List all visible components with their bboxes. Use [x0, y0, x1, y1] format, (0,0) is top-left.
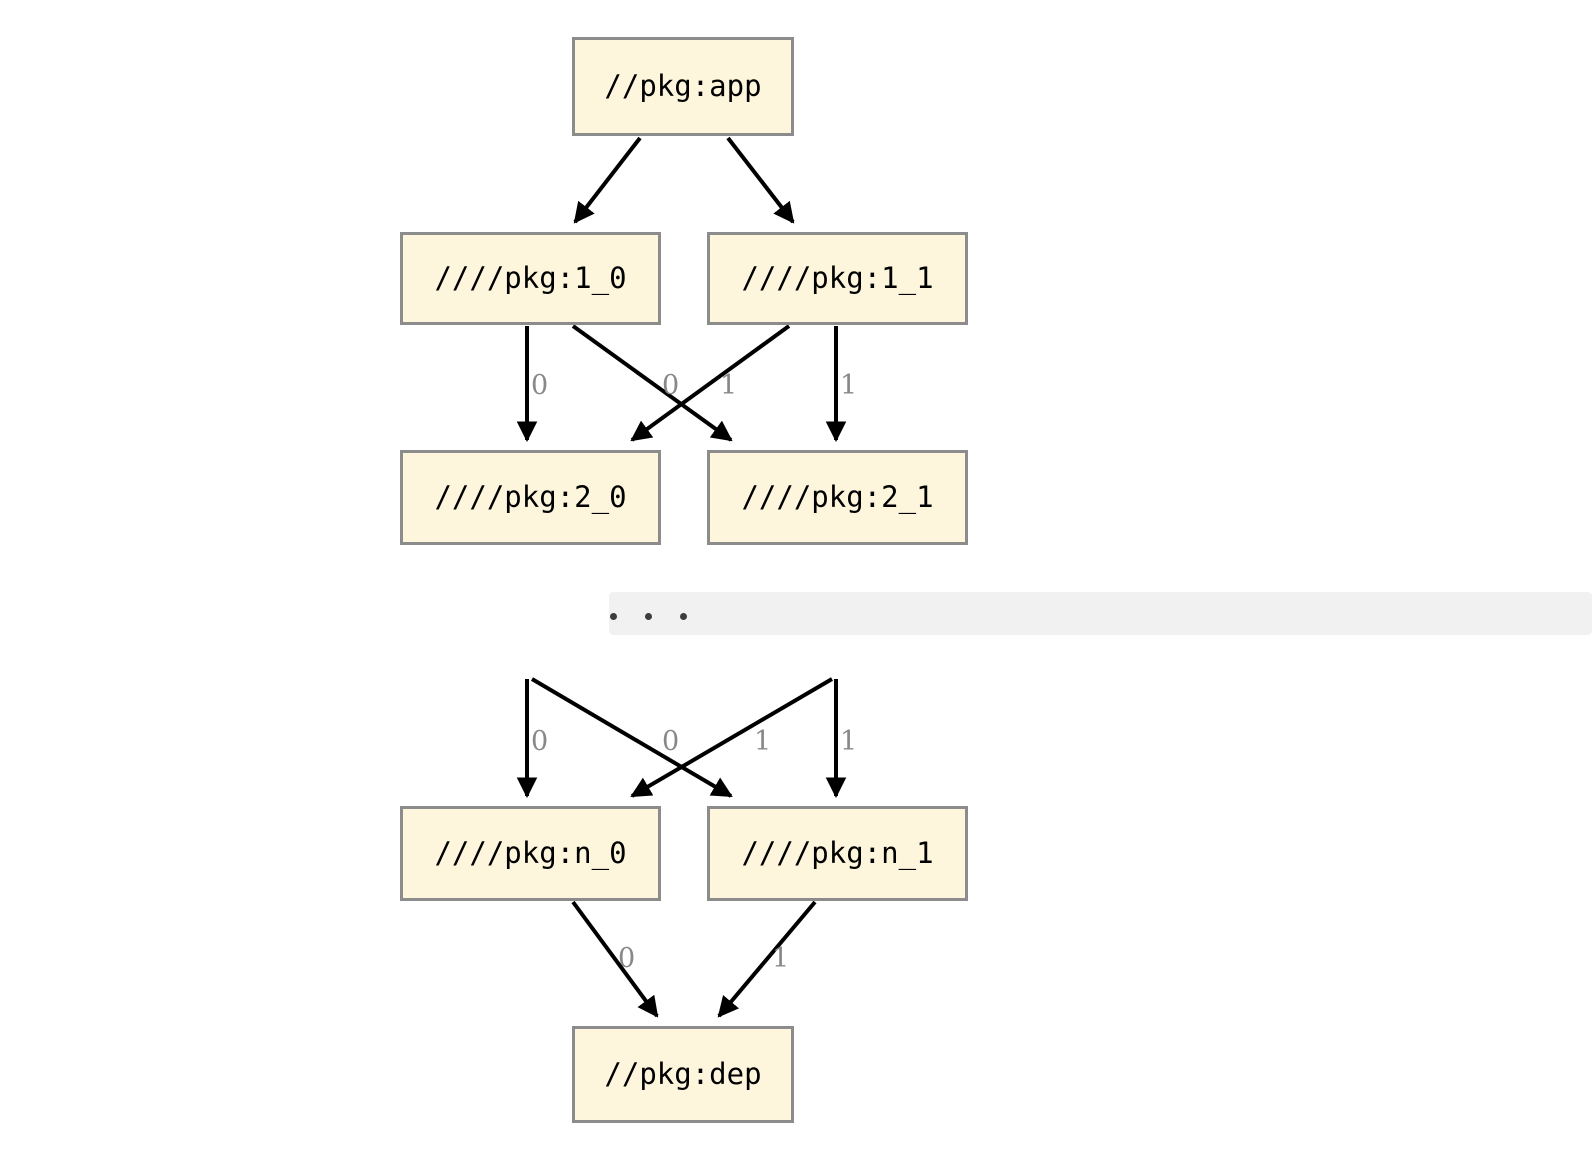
edge-app-to-1_1 — [726, 136, 795, 224]
node-pkg-n_1[interactable]: ////pkg:n_1 — [707, 806, 968, 901]
node-dep[interactable]: //pkg:dep — [572, 1026, 794, 1123]
edge-label-1_0-to-2_1: 0 — [662, 370, 680, 401]
ellipsis-separator-band — [609, 592, 1592, 635]
edge-n_0-to-dep — [571, 900, 659, 1018]
edge-above-cross-to-n_0 — [630, 677, 834, 798]
ellipsis-dot-1 — [610, 613, 617, 620]
node-label-pkg-n_1: ////pkg:n_1 — [741, 836, 934, 870]
ellipsis-dot-2 — [645, 613, 652, 620]
node-pkg-1_0[interactable]: ////pkg:1_0 — [400, 232, 661, 325]
edge-above-cross-to-n_1 — [530, 677, 733, 798]
ellipsis-dot-3 — [680, 613, 687, 620]
edge-label-1_0-to-2_0: 0 — [531, 370, 549, 401]
edge-label-n_0-to-dep: 0 — [618, 943, 636, 974]
edge-label-1_1-to-2_1: 1 — [840, 370, 858, 401]
node-label-pkg-2_1: ////pkg:2_1 — [741, 480, 934, 514]
node-pkg-2_1[interactable]: ////pkg:2_1 — [707, 450, 968, 545]
node-label-pkg-1_1: ////pkg:1_1 — [741, 261, 934, 295]
edge-n_1-to-dep — [717, 900, 817, 1018]
ellipsis-dots — [610, 613, 687, 620]
edge-label-above-to-n_1-cross: 0 — [662, 726, 680, 757]
edge-label-1_1-to-2_0: 1 — [720, 370, 738, 401]
node-label-pkg-1_0: ////pkg:1_0 — [434, 261, 627, 295]
node-label-app: //pkg:app — [604, 69, 762, 103]
edge-1_0-to-2_1 — [571, 324, 733, 442]
edge-app-to-1_0 — [573, 136, 642, 224]
node-label-dep: //pkg:dep — [604, 1057, 762, 1091]
edge-label-above-to-n_1: 1 — [840, 726, 858, 757]
edge-label-n_1-to-dep: 1 — [772, 943, 790, 974]
node-label-pkg-n_0: ////pkg:n_0 — [434, 836, 627, 870]
node-label-pkg-2_0: ////pkg:2_0 — [434, 480, 627, 514]
edge-label-above-to-n_0: 0 — [531, 726, 549, 757]
edge-1_1-to-2_0 — [630, 324, 791, 442]
node-app[interactable]: //pkg:app — [572, 37, 794, 136]
edge-label-above-to-n_0-cross: 1 — [754, 726, 772, 757]
node-pkg-2_0[interactable]: ////pkg:2_0 — [400, 450, 661, 545]
node-pkg-n_0[interactable]: ////pkg:n_0 — [400, 806, 661, 901]
node-pkg-1_1[interactable]: ////pkg:1_1 — [707, 232, 968, 325]
